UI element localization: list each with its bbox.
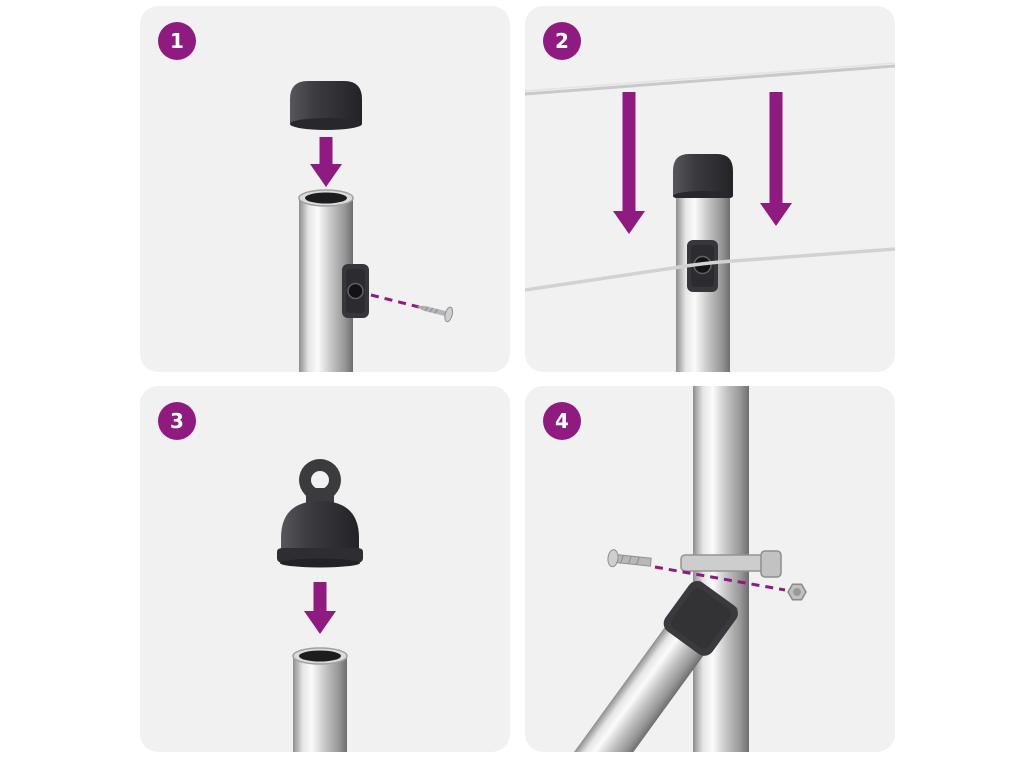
step-panel-4: 4 <box>525 386 895 752</box>
brace-pole <box>568 579 738 752</box>
step-number-1: 1 <box>170 29 184 53</box>
down-arrow-icon-right <box>760 92 792 226</box>
step-badge-1: 1 <box>158 22 196 60</box>
step-badge-4: 4 <box>543 402 581 440</box>
illustration-step-3 <box>277 459 363 752</box>
down-arrow-icon-left <box>613 92 645 234</box>
step-badge-2: 2 <box>543 22 581 60</box>
illustration-step-2 <box>525 62 895 372</box>
screw <box>416 305 454 323</box>
end-cap <box>673 154 733 201</box>
step-number-2: 2 <box>555 29 569 53</box>
down-arrow-icon <box>310 137 342 187</box>
step-panel-1: 1 <box>140 6 510 372</box>
pole-clamp <box>342 264 369 318</box>
illustration-step-4 <box>568 386 807 752</box>
illustration-step-1 <box>290 81 454 372</box>
pole-clamp <box>687 240 718 292</box>
bolt <box>607 549 652 568</box>
end-cap <box>290 81 362 130</box>
step-number-3: 3 <box>170 409 184 433</box>
step-panel-2: 2 <box>525 6 895 372</box>
down-arrow-icon <box>304 582 336 634</box>
step-badge-3: 3 <box>158 402 196 440</box>
lower-wire <box>525 247 895 292</box>
step-panel-3: 3 <box>140 386 510 752</box>
screw-guide-dashed-line <box>370 293 420 309</box>
pole-clamp-band <box>680 550 782 578</box>
top-wire <box>525 62 895 96</box>
eyelet-cap <box>277 459 363 568</box>
pole <box>292 647 348 752</box>
step-number-4: 4 <box>555 409 569 433</box>
nut <box>787 583 807 601</box>
